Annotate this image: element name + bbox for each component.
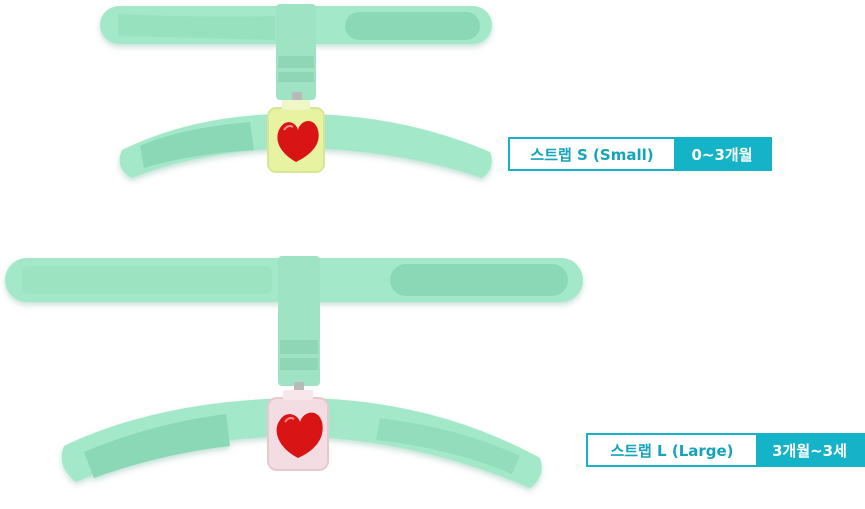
small-size-label: 스트랩 S (Small) 0~3개월 xyxy=(508,137,772,171)
small-strap-age: 0~3개월 xyxy=(674,139,770,169)
small-connector-strap xyxy=(276,4,316,108)
large-connector-strap xyxy=(278,256,320,400)
heart-icon xyxy=(277,120,319,162)
heart-icon xyxy=(276,412,323,458)
large-strap-age: 3개월~3세 xyxy=(756,435,863,465)
large-bottom-strap xyxy=(61,398,542,488)
small-strap-name: 스트랩 S (Small) xyxy=(510,139,674,169)
large-top-strap xyxy=(5,258,583,302)
large-size-label: 스트랩 L (Large) 3개월~3세 xyxy=(586,433,865,467)
small-heart-module xyxy=(267,100,325,173)
large-strap-name: 스트랩 L (Large) xyxy=(588,435,756,465)
large-heart-module xyxy=(267,390,329,471)
